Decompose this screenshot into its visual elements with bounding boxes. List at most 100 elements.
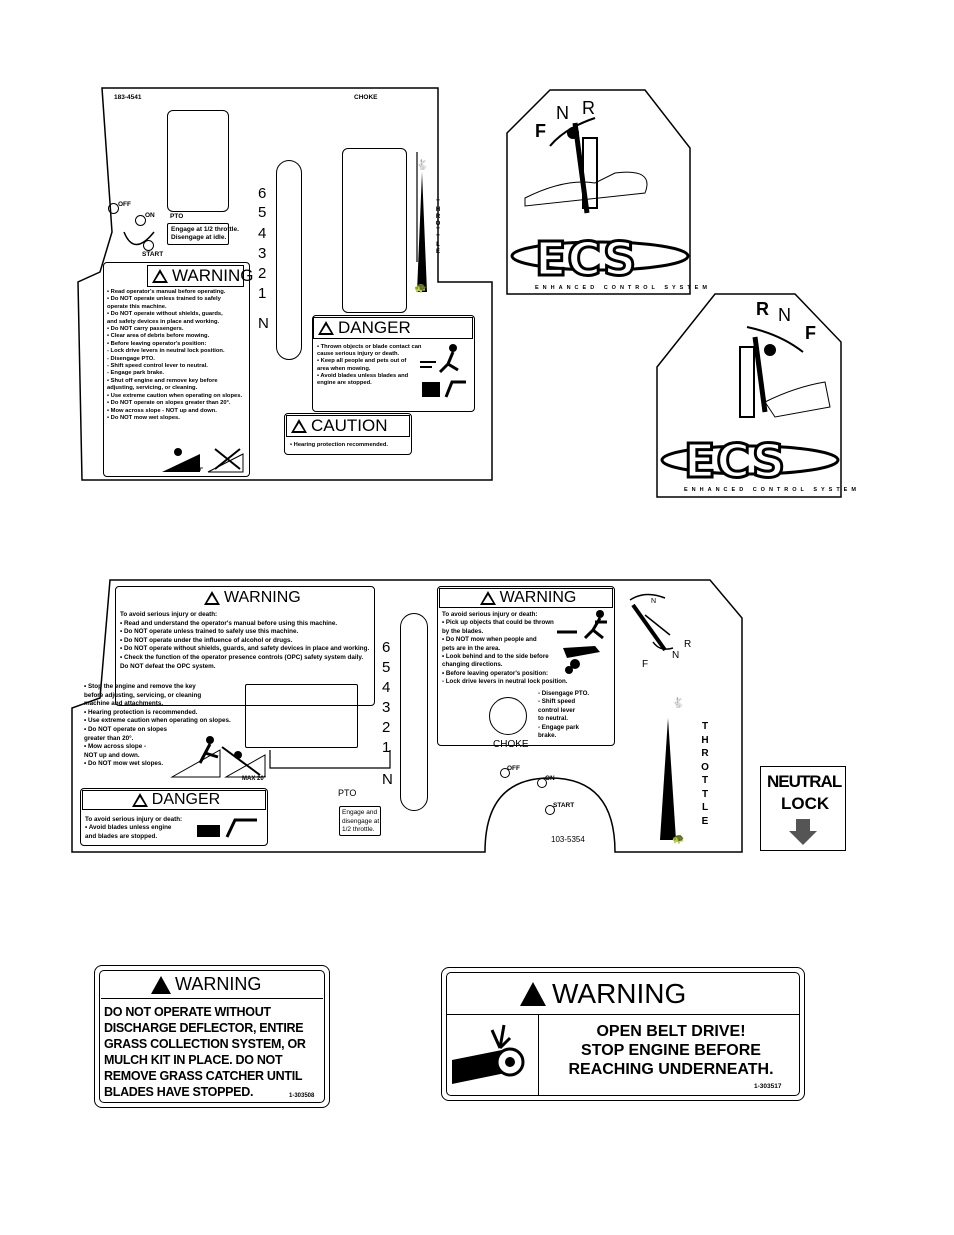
down-arrow-icon (789, 819, 817, 845)
decal-b-warning1-text-top: To avoid serious injury or death:• Read … (120, 611, 370, 670)
decal-b-warning2-pictogram-icon (557, 610, 607, 674)
key-start-icon (545, 805, 555, 815)
decal-b-slope-pictogram-icon (170, 736, 266, 778)
pto-note-box: Engage at 1/2 throttle. Disengage at idl… (167, 223, 239, 245)
decal-a-warning-panel (103, 262, 250, 477)
danger-title: DANGER (338, 318, 411, 337)
ecs-b-subtitle: ENHANCED CONTROL SYSTEM (684, 487, 860, 493)
decal-b-leaving-steps: - Disengage PTO.- Shift speed control le… (538, 690, 590, 740)
caution-triangle-icon (291, 419, 307, 433)
pto-note-line: Disengage at idle. (171, 234, 227, 242)
start-label: START (142, 251, 164, 258)
speed-2: 2 (258, 265, 267, 282)
speed-1: 1 (382, 739, 391, 756)
decal-a-danger-panel (312, 315, 475, 412)
warning-title: WARNING (172, 266, 254, 285)
speed-5: 5 (258, 204, 267, 221)
speed-3: 3 (382, 699, 391, 716)
decal-c-part-number: 1-303508 (289, 1093, 315, 1099)
decal-b-blade-pictogram-icon (197, 818, 257, 838)
key-off-icon (108, 203, 119, 214)
decal-b-ecs-lever-icon (629, 593, 674, 652)
max-slope-label: MAX 20° (183, 467, 204, 473)
off-label: OFF (507, 765, 520, 772)
turtle-icon: 🐢 (414, 283, 427, 294)
decal-a-speed-slot (276, 160, 302, 360)
speed-2: 2 (382, 719, 391, 736)
rabbit-icon: 🐇 (416, 160, 429, 171)
ecs-a-neutral-label: N (556, 103, 569, 123)
belt-drive-pictogram-icon (452, 1024, 525, 1084)
ecs-decal-b-outline (656, 293, 842, 498)
key-on-icon (537, 778, 547, 788)
decal-a-window (167, 110, 229, 212)
speed-n: N (382, 771, 393, 788)
decal-b-warning1-text-bottom: • Stop the engine and remove the key bef… (84, 683, 231, 768)
speed-6: 6 (382, 639, 391, 656)
ecs-b-forward-label: F (805, 323, 816, 343)
off-label: OFF (118, 201, 131, 208)
warning-triangle-icon (204, 591, 220, 605)
ecs-b-logo: ECS (682, 433, 787, 490)
decal-b-window (245, 684, 358, 748)
choke-hole (489, 697, 527, 735)
ecs-decal-a-outline (506, 89, 691, 295)
pto-label: PTO (170, 213, 184, 220)
start-label: START (553, 802, 575, 809)
speed-n: N (258, 315, 269, 332)
warning-triangle-icon (520, 982, 546, 1006)
rabbit-icon: 🐇 (672, 698, 685, 709)
key-start-icon (143, 240, 154, 251)
warning-title: WARNING (224, 589, 301, 606)
caution-text: • Hearing protection recommended. (290, 442, 389, 448)
ecs-a-reverse-label: R (582, 98, 595, 118)
ecs-a-subtitle: ENHANCED CONTROL SYSTEM (535, 285, 711, 291)
warning-title: WARNING (499, 589, 577, 606)
neutral-lock-line1: NEUTRAL (767, 772, 842, 791)
ecs-mini-nb-label: N (651, 598, 657, 605)
decal-b-speed-slot (400, 613, 428, 811)
thrown-object-pictogram-icon (420, 344, 466, 398)
decal-b-outline (71, 579, 743, 853)
decal-b-warning2-header: WARNING (439, 588, 613, 608)
decal-d-header: WARNING (520, 978, 686, 1010)
decal-a-danger-header: DANGER (313, 317, 473, 339)
neutral-lock-decal: NEUTRAL LOCK (760, 766, 846, 851)
decal-d: WARNING OPEN BELT DRIVE!STOP ENGINE BEFO… (441, 967, 805, 1101)
decal-d-title: WARNING (552, 978, 687, 1009)
ecs-a-logo: ECS (533, 231, 638, 288)
ecs-a-forward-label: F (535, 121, 546, 141)
decal-a-window-right (342, 148, 407, 313)
decal-b-warning1-header: WARNING (200, 588, 370, 608)
decal-a-part-number: 183-4541 (114, 94, 142, 101)
speed-6: 6 (258, 185, 267, 202)
decal-b-warning2-panel (437, 586, 615, 746)
speed-4: 4 (258, 225, 267, 242)
decal-b-choke-label: CHOKE (493, 739, 529, 750)
on-label: ON (545, 775, 555, 782)
decal-b-part-number: 103-5354 (551, 835, 585, 844)
danger-triangle-icon (318, 321, 334, 335)
speed-5: 5 (382, 659, 391, 676)
speed-3: 3 (258, 245, 267, 262)
danger-title: DANGER (151, 791, 221, 808)
warning-triangle-icon (152, 269, 168, 283)
decal-a-warning-text: • Read operator's manual before operatin… (107, 289, 243, 421)
decal-d-part-number: 1-303517 (754, 1083, 782, 1090)
pto-note-line: Engage at 1/2 throttle. (171, 226, 239, 233)
decal-a-danger-text: • Thrown objects or blade contact can ca… (317, 344, 422, 387)
decal-b-warning2-text: To avoid serious injury or death:• Pick … (442, 611, 568, 686)
slope-pictogram-icon (162, 448, 244, 473)
danger-triangle-icon (131, 793, 148, 807)
ecs-b-reverse-label: R (756, 299, 769, 319)
on-label: ON (145, 212, 155, 219)
decal-b-danger-text: To avoid serious injury or death:• Avoid… (85, 816, 183, 840)
decal-b-danger-header: DANGER (82, 790, 266, 810)
ecs-mini-f-label: F (642, 659, 649, 670)
